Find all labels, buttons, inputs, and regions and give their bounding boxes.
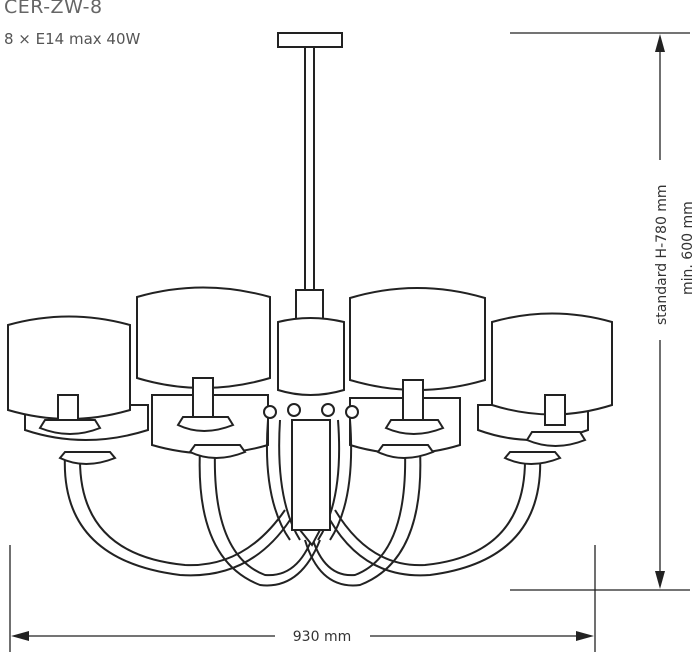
- model-code: CER-ZW-8: [4, 0, 103, 18]
- width-label: 930 mm: [293, 629, 351, 645]
- width-dimension: 930 mm: [9, 545, 596, 652]
- center-body: [263, 289, 359, 547]
- candle-cups: [58, 444, 562, 465]
- bulb-spec: 8 × E14 max 40W: [4, 30, 141, 48]
- arrow-down-icon: [655, 571, 665, 589]
- height-standard-label: standard H-780 mm: [654, 184, 670, 325]
- arrow-right-icon: [576, 631, 594, 641]
- arrow-left-icon: [11, 631, 29, 641]
- arrow-up-icon: [655, 34, 665, 52]
- rod: [304, 46, 315, 291]
- height-min-label: min. 600 mm: [680, 201, 696, 295]
- height-dimension: standard H-780 mm min. 600 mm: [510, 32, 696, 591]
- canopy: [277, 32, 343, 48]
- front-shades: [7, 286, 613, 447]
